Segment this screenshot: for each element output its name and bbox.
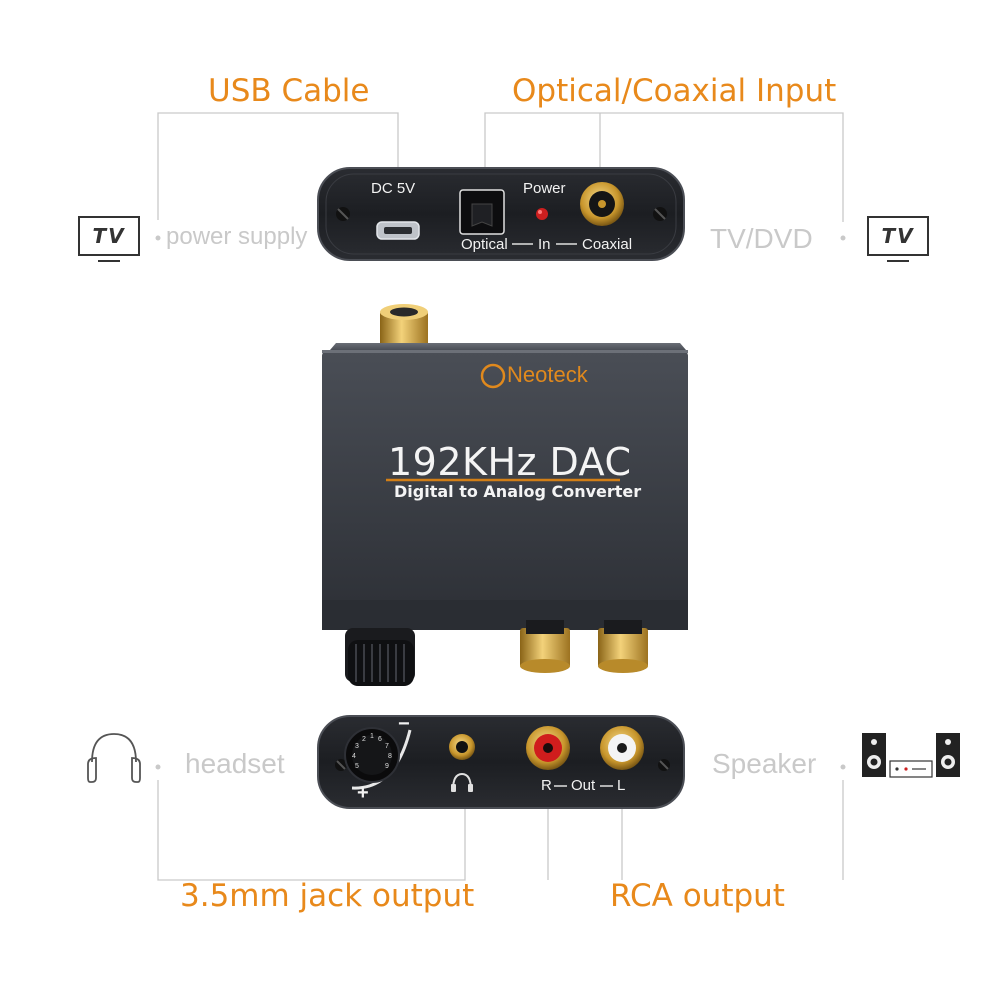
tv-icon-screen: TV — [78, 216, 140, 256]
power-supply-label: power supply — [166, 223, 308, 250]
back-panel — [317, 167, 685, 261]
device-body — [322, 304, 688, 686]
tv-dvd-label: TV/DVD — [710, 223, 813, 254]
knurled-knob — [345, 628, 415, 686]
optical-label: Optical — [461, 236, 508, 253]
tv-icon-screen: TV — [867, 216, 929, 256]
rca-output-label: RCA output — [610, 878, 785, 914]
tv-icon-stand — [887, 260, 909, 262]
front-panel — [317, 715, 685, 809]
knob-number: 9 — [385, 763, 389, 770]
model-title: 192KHz DAC — [388, 440, 632, 484]
r-label: R — [541, 777, 552, 794]
screw-right — [653, 207, 667, 221]
power-label: Power — [523, 180, 566, 197]
volume-plus-label: + — [357, 782, 369, 804]
speaker-label: Speaker — [712, 748, 817, 779]
jack-output-label: 3.5mm jack output — [180, 878, 475, 914]
coaxial-label: Coaxial — [582, 236, 633, 253]
model-subtitle: Digital to Analog Converter — [394, 482, 642, 501]
knob-number: 6 — [378, 736, 382, 743]
knob-number: 4 — [352, 753, 356, 760]
screw-left — [336, 207, 350, 221]
out-label: Out — [571, 777, 596, 794]
knob-number: 5 — [355, 763, 359, 770]
knob-number: 8 — [388, 753, 392, 760]
headset-label: headset — [185, 748, 285, 779]
in-label: In — [538, 236, 551, 253]
brand-logo: Neoteck — [507, 362, 588, 387]
tv-icon: TV — [867, 216, 929, 262]
dc-5v-label: DC 5V — [371, 180, 416, 197]
headphones-icon — [87, 733, 141, 783]
speaker-system-icon — [862, 733, 960, 778]
usb-cable-label: USB Cable — [208, 73, 370, 109]
tv-icon-stand — [98, 260, 120, 262]
knob-number: 2 — [362, 736, 366, 743]
knob-scale: 1 2 3 4 5 6 7 8 9 — [352, 733, 393, 776]
volume-minus-label: − — [398, 713, 410, 735]
optical-coaxial-input-label: Optical/Coaxial Input — [512, 73, 837, 109]
power-led — [536, 208, 548, 220]
rca-jack-front-right — [598, 620, 648, 673]
tv-icon: TV — [78, 216, 140, 262]
rca-jack-front-left — [520, 620, 570, 673]
knob-number: 1 — [370, 733, 374, 740]
knob-number: 7 — [385, 743, 389, 750]
l-label: L — [617, 777, 626, 794]
knob-number: 3 — [355, 743, 359, 750]
